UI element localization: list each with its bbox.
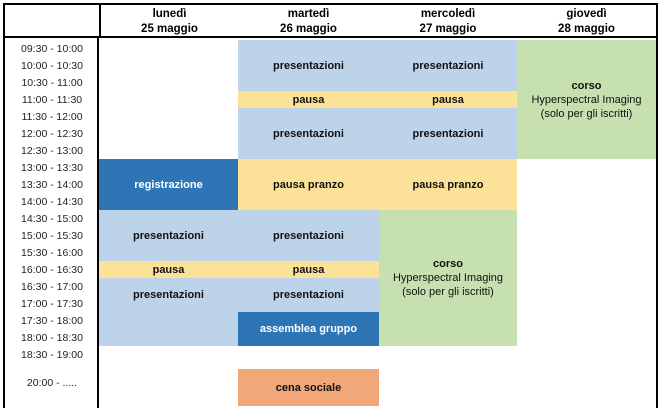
time-slot: 17:00 - 17:30 bbox=[21, 297, 83, 310]
event-sublabel-line1: Hyperspectral Imaging bbox=[392, 272, 504, 284]
header-day-martedi: martedì 26 maggio bbox=[238, 5, 379, 38]
header-corner-cell bbox=[5, 5, 99, 38]
event-label: registrazione bbox=[134, 178, 203, 191]
event-cell-corso-giovedi[interactable]: corso Hyperspectral Imaging (solo per gl… bbox=[517, 40, 656, 159]
event-cell-presentazioni[interactable]: presentazioni bbox=[238, 210, 379, 261]
event-cell-presentazioni[interactable]: presentazioni bbox=[238, 108, 379, 159]
header-day-date: 28 maggio bbox=[558, 22, 615, 35]
event-cell-presentazioni[interactable]: presentazioni bbox=[379, 40, 517, 91]
event-cell-pausa[interactable]: pausa bbox=[238, 261, 379, 278]
event-cell-assemblea-gruppo[interactable]: assemblea gruppo bbox=[238, 312, 379, 346]
event-label: presentazioni bbox=[273, 229, 344, 242]
time-slot: 17:30 - 18:00 bbox=[21, 314, 83, 327]
header-day-date: 25 maggio bbox=[141, 22, 198, 35]
event-cell-registrazione[interactable]: registrazione bbox=[99, 159, 238, 210]
event-cell-pausa[interactable]: pausa bbox=[238, 91, 379, 108]
event-sublabel-line2: (solo per gli iscritti) bbox=[540, 107, 633, 120]
header-day-lunedi: lunedì 25 maggio bbox=[99, 5, 238, 38]
time-slot: 10:00 - 10:30 bbox=[21, 59, 83, 72]
event-sublabel-line2: (solo per gli iscritti) bbox=[402, 286, 494, 298]
event-label: presentazioni bbox=[273, 289, 344, 301]
time-slot: 11:30 - 12:00 bbox=[21, 110, 83, 123]
event-cell-pausa[interactable]: pausa bbox=[99, 261, 238, 278]
schedule-grid: presentazioni presentazioni pausa pausa … bbox=[99, 38, 656, 408]
event-label: pausa pranzo bbox=[412, 178, 484, 191]
event-label: presentazioni bbox=[412, 59, 484, 72]
event-label: corso bbox=[433, 258, 463, 270]
time-slot: 12:00 - 12:30 bbox=[21, 127, 83, 140]
event-label: corso bbox=[571, 79, 602, 92]
time-slot: 10:30 - 11:00 bbox=[21, 76, 83, 89]
event-cell-cena-sociale[interactable]: cena sociale bbox=[238, 369, 379, 406]
time-slot: 14:00 - 14:30 bbox=[21, 195, 83, 208]
time-slot: 13:30 - 14:00 bbox=[21, 178, 83, 191]
event-cell-presentazioni[interactable]: presentazioni bbox=[238, 40, 379, 91]
event-label: pausa pranzo bbox=[273, 178, 344, 191]
event-cell-pausa[interactable]: pausa bbox=[379, 91, 517, 108]
event-cell-pausa-pranzo[interactable]: pausa pranzo bbox=[379, 159, 517, 210]
event-sublabel-line1: Hyperspectral Imaging bbox=[531, 93, 642, 106]
time-slot: 14:30 - 15:00 bbox=[21, 212, 83, 225]
time-slot: 20:00 - ..... bbox=[26, 377, 78, 389]
header-day-giovedi: giovedì 28 maggio bbox=[517, 5, 656, 38]
time-slot: 16:00 - 16:30 bbox=[21, 263, 83, 276]
header-day-name: giovedì bbox=[566, 7, 607, 20]
event-label: pausa bbox=[292, 93, 325, 106]
event-label: pausa bbox=[292, 263, 325, 276]
event-cell-pausa-pranzo[interactable]: pausa pranzo bbox=[238, 159, 379, 210]
event-cell-corso-mercoledi[interactable]: corso Hyperspectral Imaging (solo per gl… bbox=[379, 210, 517, 346]
event-label: presentazioni bbox=[133, 229, 204, 242]
time-column: 09:30 - 10:00 10:00 - 10:30 10:30 - 11:0… bbox=[5, 38, 99, 408]
event-cell-presentazioni[interactable]: presentazioni bbox=[379, 108, 517, 159]
table-header-row: lunedì 25 maggio martedì 26 maggio merco… bbox=[5, 5, 656, 38]
event-label: presentazioni bbox=[133, 289, 204, 301]
header-day-name: lunedì bbox=[152, 7, 187, 20]
time-slot: 13:00 - 13:30 bbox=[21, 161, 83, 174]
time-slot: 15:30 - 16:00 bbox=[21, 246, 83, 259]
header-day-date: 26 maggio bbox=[280, 22, 337, 35]
header-day-name: martedì bbox=[287, 7, 330, 20]
time-slot: 11:00 - 11:30 bbox=[21, 93, 83, 106]
header-day-name: mercoledì bbox=[420, 7, 476, 20]
event-label: pausa bbox=[152, 263, 185, 276]
event-label: presentazioni bbox=[273, 59, 344, 72]
header-day-mercoledi: mercoledì 27 maggio bbox=[379, 5, 517, 38]
time-slot: 15:00 - 15:30 bbox=[21, 229, 83, 242]
time-slot: 18:30 - 19:00 bbox=[21, 348, 83, 361]
event-cell-presentazioni[interactable]: presentazioni bbox=[238, 278, 379, 312]
event-label: assemblea gruppo bbox=[259, 323, 358, 335]
event-label: cena sociale bbox=[275, 381, 342, 394]
time-slot: 18:00 - 18:30 bbox=[21, 331, 83, 344]
event-cell-presentazioni[interactable]: presentazioni bbox=[99, 210, 238, 261]
event-label: pausa bbox=[432, 93, 464, 106]
header-day-date: 27 maggio bbox=[419, 22, 477, 35]
event-label: presentazioni bbox=[273, 127, 344, 140]
time-slot: 09:30 - 10:00 bbox=[21, 42, 83, 55]
time-slot: 16:30 - 17:00 bbox=[21, 280, 83, 293]
time-slot: 12:30 - 13:00 bbox=[21, 144, 83, 157]
event-cell-presentazioni[interactable]: presentazioni bbox=[99, 278, 238, 346]
event-label: presentazioni bbox=[412, 127, 484, 140]
schedule-table-frame: lunedì 25 maggio martedì 26 maggio merco… bbox=[3, 3, 658, 408]
